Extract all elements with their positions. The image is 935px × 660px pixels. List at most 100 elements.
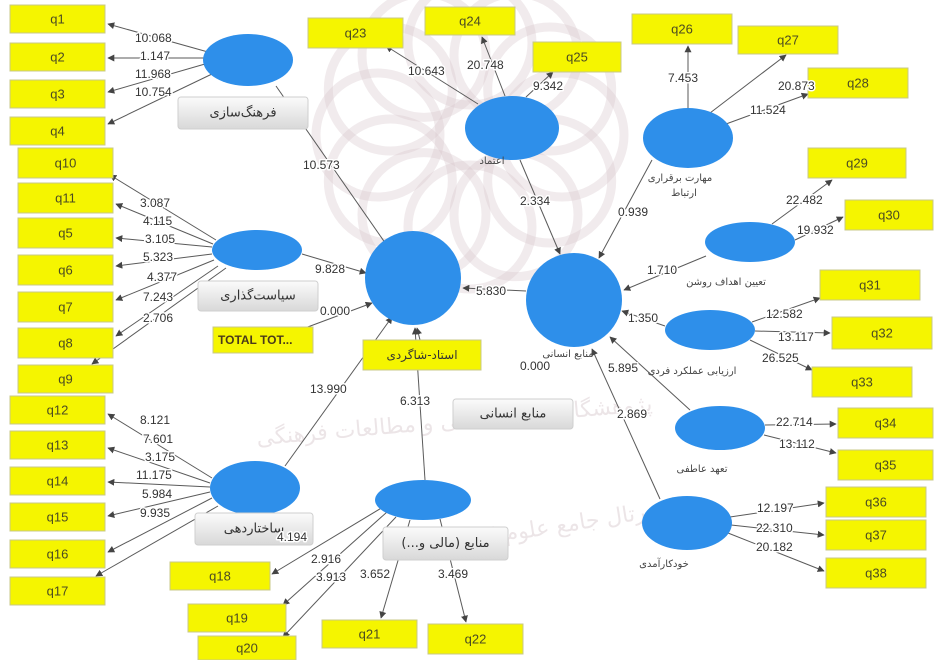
indicator-q31-box[interactable] xyxy=(819,269,921,301)
construct-label-structuring-box[interactable] xyxy=(194,512,314,546)
indicator-q37[interactable]: q37 xyxy=(825,519,927,551)
indicator-q37-box[interactable] xyxy=(825,519,927,551)
indicator-q38-box[interactable] xyxy=(825,557,927,589)
indicator-q14[interactable]: q14 xyxy=(9,466,106,496)
indicator-total[interactable]: TOTAL TOT... xyxy=(212,326,314,354)
indicator-q18[interactable]: q18 xyxy=(169,561,271,591)
indicator-q22[interactable]: q22 xyxy=(427,623,524,655)
construct-label-structuring[interactable]: ساختاردهی xyxy=(194,512,314,546)
indicator-q15-box[interactable] xyxy=(9,502,106,532)
construct-structuring-ellipse[interactable] xyxy=(210,461,300,515)
indicator-q36-box[interactable] xyxy=(825,486,927,518)
indicator-q2-box[interactable] xyxy=(9,42,106,72)
indicator-mentor[interactable]: استاد-شاگردی xyxy=(362,339,482,371)
indicator-q35[interactable]: q35 xyxy=(837,449,934,481)
construct-performance-evaluation-ellipse[interactable] xyxy=(665,310,755,350)
construct-trust-ellipse[interactable] xyxy=(465,96,559,160)
construct-label-culture-box[interactable] xyxy=(177,96,309,130)
indicator-q4[interactable]: q4 xyxy=(9,116,106,146)
indicator-q12-box[interactable] xyxy=(9,395,106,425)
indicator-q21-box[interactable] xyxy=(321,619,418,649)
indicator-q1-box[interactable] xyxy=(9,4,106,34)
indicator-q29-box[interactable] xyxy=(807,147,907,179)
indicator-q16-box[interactable] xyxy=(9,539,106,569)
indicator-q11-box[interactable] xyxy=(17,182,114,214)
indicator-q18-box[interactable] xyxy=(169,561,271,591)
indicator-q8[interactable]: q8 xyxy=(17,327,114,359)
indicator-q34[interactable]: q34 xyxy=(837,407,934,439)
construct-self-efficacy-ellipse[interactable] xyxy=(642,496,732,550)
construct-clear-goals-ellipse[interactable] xyxy=(705,222,795,262)
construct-label-policy-box[interactable] xyxy=(197,280,319,312)
indicator-mentor-box[interactable] xyxy=(362,339,482,371)
indicator-q11[interactable]: q11 xyxy=(17,182,114,214)
indicator-q3-box[interactable] xyxy=(9,79,106,109)
indicator-q6[interactable]: q6 xyxy=(17,254,114,286)
indicator-q9-box[interactable] xyxy=(17,364,114,394)
construct-label-human-resources-box[interactable] xyxy=(452,398,574,430)
construct-communication-skills-ellipse[interactable] xyxy=(643,108,733,168)
indicator-q13[interactable]: q13 xyxy=(9,430,106,460)
indicator-q34-box[interactable] xyxy=(837,407,934,439)
construct-policy-ellipse[interactable] xyxy=(212,230,302,270)
indicator-q25-box[interactable] xyxy=(532,41,622,73)
indicator-q12[interactable]: q12 xyxy=(9,395,106,425)
indicator-q31[interactable]: q31 xyxy=(819,269,921,301)
indicator-q24[interactable]: q24 xyxy=(424,6,516,36)
indicator-q20[interactable]: q20 xyxy=(197,635,297,660)
indicator-q27-box[interactable] xyxy=(737,25,839,55)
indicator-q5[interactable]: q5 xyxy=(17,217,114,249)
construct-human-resources-ellipse[interactable] xyxy=(526,253,622,347)
indicator-q26-box[interactable] xyxy=(631,13,733,45)
indicator-q3[interactable]: q3 xyxy=(9,79,106,109)
indicator-q13-box[interactable] xyxy=(9,430,106,460)
indicator-q15[interactable]: q15 xyxy=(9,502,106,532)
indicator-total-box[interactable] xyxy=(212,326,314,354)
construct-culture-ellipse[interactable] xyxy=(203,34,293,86)
indicator-q4-box[interactable] xyxy=(9,116,106,146)
indicator-q27[interactable]: q27 xyxy=(737,25,839,55)
indicator-q33-box[interactable] xyxy=(811,366,913,398)
indicator-q16[interactable]: q16 xyxy=(9,539,106,569)
indicator-q28[interactable]: q28 xyxy=(807,67,909,99)
construct-affective-commitment-ellipse[interactable] xyxy=(675,406,765,450)
indicator-q2[interactable]: q2 xyxy=(9,42,106,72)
indicator-q20-box[interactable] xyxy=(197,635,297,660)
construct-second-order-left-ellipse[interactable] xyxy=(365,231,461,325)
indicator-q23[interactable]: q23 xyxy=(307,17,404,49)
construct-label-resources-box[interactable] xyxy=(382,526,509,561)
indicator-q30[interactable]: q30 xyxy=(844,199,934,231)
indicator-q29[interactable]: q29 xyxy=(807,147,907,179)
indicator-q7-box[interactable] xyxy=(17,291,114,323)
indicator-q22-box[interactable] xyxy=(427,623,524,655)
indicator-q33[interactable]: q33 xyxy=(811,366,913,398)
indicator-q1[interactable]: q1 xyxy=(9,4,106,34)
indicator-q28-box[interactable] xyxy=(807,67,909,99)
construct-label-resources[interactable]: منابع (مالی و...) xyxy=(382,526,509,561)
indicator-q35-box[interactable] xyxy=(837,449,934,481)
indicator-q25[interactable]: q25 xyxy=(532,41,622,73)
indicator-q26[interactable]: q26 xyxy=(631,13,733,45)
indicator-q8-box[interactable] xyxy=(17,327,114,359)
indicator-q17-box[interactable] xyxy=(9,576,106,606)
construct-label-policy[interactable]: سیاست‌گذاری xyxy=(197,280,319,312)
indicator-q10[interactable]: q10 xyxy=(17,147,114,179)
indicator-q19[interactable]: q19 xyxy=(187,603,287,633)
construct-label-human-resources[interactable]: منابع انسانی xyxy=(452,398,574,430)
indicator-q38[interactable]: q38 xyxy=(825,557,927,589)
indicator-q36[interactable]: q36 xyxy=(825,486,927,518)
indicator-q32[interactable]: q32 xyxy=(831,316,933,350)
construct-label-culture[interactable]: فرهنگ‌سازی xyxy=(177,96,309,130)
indicator-q30-box[interactable] xyxy=(844,199,934,231)
indicator-q10-box[interactable] xyxy=(17,147,114,179)
indicator-q9[interactable]: q9 xyxy=(17,364,114,394)
indicator-q24-box[interactable] xyxy=(424,6,516,36)
indicator-q17[interactable]: q17 xyxy=(9,576,106,606)
construct-resources-ellipse[interactable] xyxy=(375,480,471,520)
indicator-q14-box[interactable] xyxy=(9,466,106,496)
indicator-q21[interactable]: q21 xyxy=(321,619,418,649)
indicator-q23-box[interactable] xyxy=(307,17,404,49)
indicator-q6-box[interactable] xyxy=(17,254,114,286)
indicator-q19-box[interactable] xyxy=(187,603,287,633)
indicator-q5-box[interactable] xyxy=(17,217,114,249)
